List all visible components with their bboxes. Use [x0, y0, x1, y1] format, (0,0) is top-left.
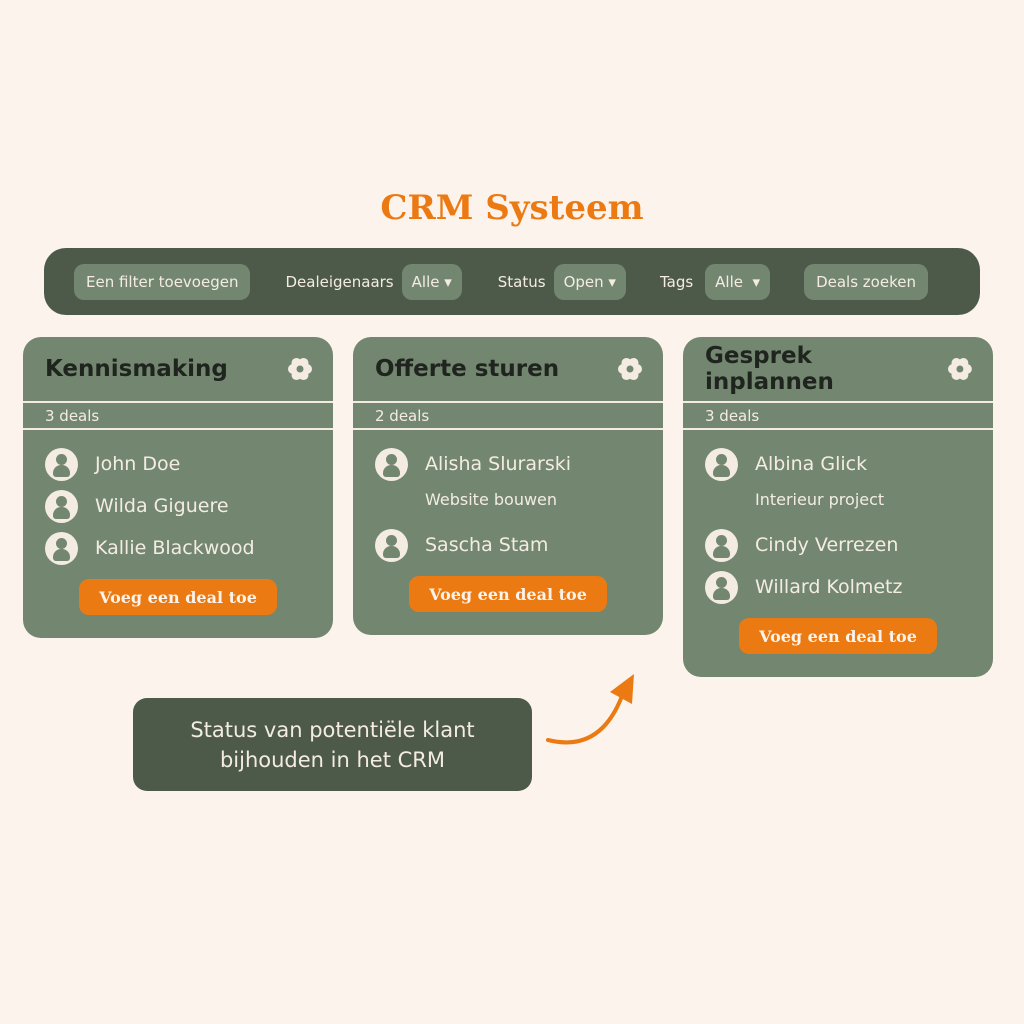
deal-name: Cindy Verrezen: [755, 534, 899, 556]
avatar-icon: [45, 448, 78, 481]
deal-subtitle: Website bouwen: [425, 490, 558, 509]
status-label: Status: [497, 272, 546, 291]
avatar-icon: [705, 529, 738, 562]
tags-label: Tags: [659, 272, 694, 291]
search-deals-button[interactable]: Deals zoeken: [804, 263, 928, 300]
column-title: Gesprek inplannen: [705, 343, 834, 395]
add-filter-button[interactable]: Een filter toevoegen: [74, 263, 251, 300]
owners-label: Dealeigenaars: [285, 272, 394, 291]
deal-item[interactable]: Sascha Stam: [375, 529, 663, 562]
deal-item[interactable]: Cindy Verrezen: [705, 529, 993, 562]
avatar-icon: [705, 448, 738, 481]
deal-name: Alisha Slurarski: [425, 453, 572, 475]
deal-name: Willard Kolmetz: [755, 576, 903, 598]
owners-dropdown[interactable]: Alle ▾: [401, 263, 462, 300]
gear-icon[interactable]: [287, 356, 313, 382]
deal-item[interactable]: Kallie Blackwood: [45, 532, 333, 565]
deal-item[interactable]: Willard Kolmetz: [705, 571, 993, 604]
avatar-icon: [705, 571, 738, 604]
deal-item[interactable]: Wilda Giguere: [45, 490, 333, 523]
deal-name: John Doe: [95, 453, 181, 475]
deal-count: 3 deals: [23, 403, 333, 430]
column-title: Offerte sturen: [375, 356, 560, 382]
deal-name: Albina Glick: [755, 453, 868, 475]
add-deal-button[interactable]: Voeg een deal toe: [79, 579, 277, 615]
avatar-icon: [45, 490, 78, 523]
deal-subtitle: Interieur project: [755, 490, 885, 509]
avatar-icon: [375, 529, 408, 562]
deal-name: Wilda Giguere: [95, 495, 229, 517]
status-dropdown[interactable]: Open ▾: [553, 263, 626, 300]
column-title: Kennismaking: [45, 356, 228, 382]
deal-count: 2 deals: [353, 403, 663, 430]
deal-item[interactable]: John Doe: [45, 448, 333, 481]
add-deal-button[interactable]: Voeg een deal toe: [739, 618, 937, 654]
gear-icon[interactable]: [617, 356, 643, 382]
gear-icon[interactable]: [947, 356, 973, 382]
avatar-icon: [45, 532, 78, 565]
tags-dropdown[interactable]: Alle ▾: [705, 263, 771, 300]
deal-name: Kallie Blackwood: [95, 537, 255, 559]
add-deal-button[interactable]: Voeg een deal toe: [409, 576, 607, 612]
deal-name: Sascha Stam: [425, 534, 549, 556]
arrow-icon: [546, 674, 634, 745]
avatar-icon: [375, 448, 408, 481]
page-title: CRM Systeem: [380, 188, 644, 228]
deal-count: 3 deals: [683, 403, 993, 430]
filter-toolbar: Een filter toevoegen Dealeigenaars Alle …: [44, 248, 980, 315]
